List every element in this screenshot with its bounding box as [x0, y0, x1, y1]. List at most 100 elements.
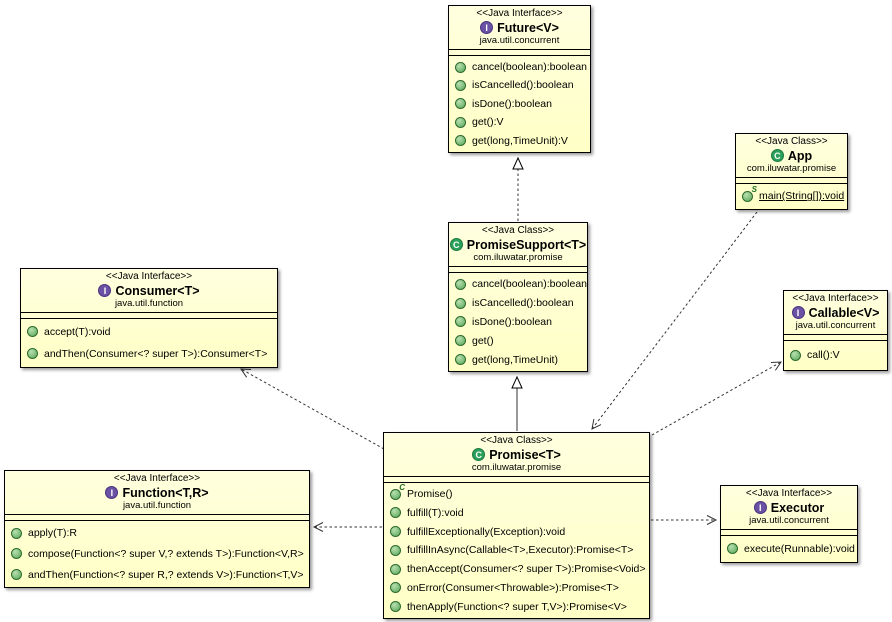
method-label: fulfillExceptionally(Exception):void: [407, 525, 566, 538]
interface-icon: I: [753, 501, 767, 515]
attributes-compartment: [384, 475, 649, 483]
public-method-icon: [455, 98, 466, 110]
methods-compartment: execute(Runnable):void: [721, 536, 857, 562]
method-label: get(long,TimeUnit): [472, 353, 558, 366]
method-label: isDone():boolean: [472, 97, 552, 110]
public-method-icon: [390, 526, 401, 538]
class-name: Promise<T>: [489, 447, 561, 462]
method-label: compose(Function<? super V,? extends T>)…: [28, 547, 304, 560]
method-label: cancel(boolean):boolean: [472, 278, 588, 291]
attributes-compartment: [721, 528, 857, 536]
method-row: isDone():boolean: [449, 316, 587, 328]
public-method-icon: [11, 569, 22, 581]
public-method-icon: [11, 527, 22, 539]
method-label: isCancelled():boolean: [472, 297, 574, 310]
public-method-icon: [455, 354, 466, 366]
class-name: Future<V>: [497, 20, 559, 35]
method-row: call():V: [784, 349, 887, 361]
public-method-icon: [790, 349, 801, 361]
attributes-compartment: [736, 176, 847, 184]
method-row: thenAccept(Consumer<? super T>):Promise<…: [384, 563, 649, 575]
stereotype-label: <<Java Interface>>: [105, 271, 193, 282]
package-label: java.util.function: [122, 499, 192, 511]
method-row: get(): [449, 335, 587, 347]
class-icon: C: [770, 149, 784, 163]
method-modifier-C: C: [399, 482, 405, 492]
method-row: apply(T):R: [5, 527, 309, 539]
stereotype-label: <<Java Interface>>: [745, 488, 833, 499]
class-name: Executor: [770, 500, 825, 515]
public-method-icon: [27, 348, 38, 360]
method-row: andThen(Function<? super R,? extends V>)…: [5, 569, 309, 581]
method-label: isCancelled():boolean: [472, 79, 574, 92]
method-row: compose(Function<? super V,? extends T>)…: [5, 548, 309, 560]
class-icon: C: [449, 238, 463, 252]
method-row: onError(Consumer<Throwable>):Promise<T>: [384, 582, 649, 594]
package-label: com.iluwatar.promise: [473, 251, 563, 263]
attributes-compartment: [449, 265, 587, 273]
method-label: andThen(Function<? super R,? extends V>)…: [28, 568, 304, 581]
method-row: isCancelled():boolean: [449, 297, 587, 309]
public-method-icon: [455, 61, 466, 73]
method-label: fulfillInAsync(Callable<T>,Executor):Pro…: [407, 544, 634, 557]
package-label: com.iluwatar.promise: [746, 162, 837, 174]
method-row: get():V: [449, 116, 590, 128]
method-label: Promise(): [407, 488, 453, 501]
method-label: main(String[]):void: [759, 190, 845, 203]
public-method-icon: [455, 316, 466, 328]
method-row: cancel(boolean):boolean: [449, 278, 587, 290]
method-label: thenAccept(Consumer<? super T>):Promise<…: [407, 563, 646, 576]
public-method-icon: [455, 79, 466, 91]
public-method-icon: [11, 548, 22, 560]
interface-icon: I: [791, 306, 805, 320]
interface-icon: I: [480, 21, 494, 35]
method-label: execute(Runnable):void: [744, 542, 855, 555]
public-method-icon: S: [742, 185, 757, 202]
public-method-icon: [455, 116, 466, 128]
public-method-icon: [390, 601, 401, 613]
method-row: execute(Runnable):void: [721, 543, 857, 555]
stereotype-label: <<Java Interface>>: [476, 8, 563, 19]
attributes-compartment: [449, 48, 590, 56]
public-method-icon: [27, 326, 38, 338]
method-label: andThen(Consumer<? super T>):Consumer<T>: [44, 347, 268, 360]
class-name: Function<T,R>: [122, 485, 209, 500]
method-label: call():V: [807, 349, 840, 362]
public-method-icon: [455, 135, 466, 147]
public-method-icon: [455, 278, 466, 290]
method-label: isDone():boolean: [472, 315, 552, 328]
interface-icon: I: [105, 486, 119, 500]
method-row: fulfillInAsync(Callable<T>,Executor):Pro…: [384, 544, 649, 556]
class-name: Callable<V>: [808, 305, 880, 320]
public-method-icon: [727, 543, 738, 555]
method-row: fulfillExceptionally(Exception):void: [384, 526, 649, 538]
package-label: java.util.concurrent: [749, 514, 829, 526]
stereotype-label: <<Java Class>>: [755, 136, 828, 147]
method-row: isCancelled():boolean: [449, 79, 590, 91]
dependency-app-to-promise: [591, 211, 758, 430]
class-name: App: [787, 148, 813, 163]
method-row: thenApply(Function<? super T,V>):Promise…: [384, 601, 649, 613]
method-row: isDone():boolean: [449, 98, 590, 110]
method-row: fulfill(T):void: [384, 507, 649, 519]
